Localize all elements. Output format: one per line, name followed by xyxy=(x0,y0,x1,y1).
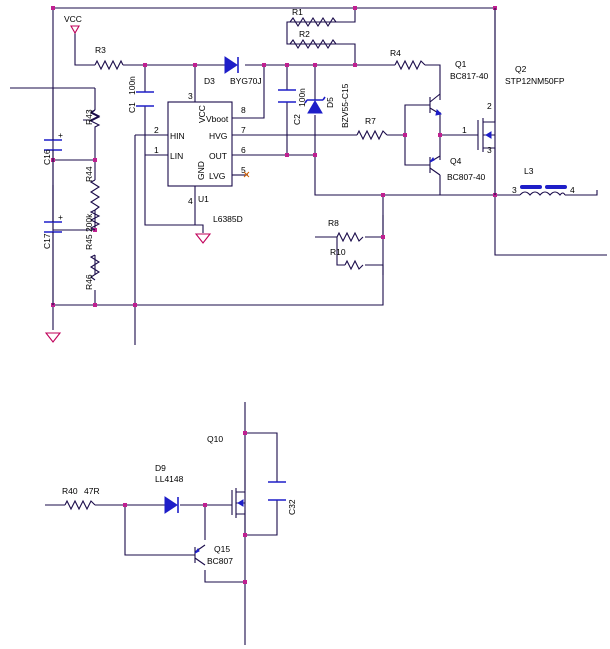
r8-label: R8 xyxy=(328,218,339,228)
resistor-r1 xyxy=(289,16,337,28)
q2-part: STP12NM50FP xyxy=(505,76,565,86)
diodes xyxy=(164,56,326,514)
resistor-r4 xyxy=(394,59,426,71)
c2-value: 100n xyxy=(297,88,307,107)
u1-pin-gnd: GND xyxy=(196,161,206,180)
u1-part: L6385D xyxy=(213,214,243,224)
c17-label: C17 xyxy=(42,233,52,249)
capacitors: + + xyxy=(44,88,296,501)
diode-d9 xyxy=(164,496,178,514)
r7-label: R7 xyxy=(365,116,376,126)
u1-pin-5: 5 xyxy=(241,165,246,175)
r45-label: R45 200k xyxy=(84,213,94,250)
transistor-q15 xyxy=(194,544,206,566)
resistor-r45 xyxy=(89,209,101,231)
c1-label: C1 xyxy=(127,102,137,113)
q10-label: Q10 xyxy=(207,434,223,444)
u1-pin-hin: HIN xyxy=(170,131,185,141)
r40-label: R40 xyxy=(62,486,78,496)
q2-pin-gate: 1 xyxy=(462,125,467,135)
resistor-r40 xyxy=(64,499,96,511)
inductor-l3 xyxy=(519,185,567,196)
d3-part: BYG70J xyxy=(230,76,262,86)
q2-label: Q2 xyxy=(515,64,527,74)
u1-pin-hvg: HVG xyxy=(209,131,227,141)
resistor-r46 xyxy=(89,254,101,281)
capacitor-c1 xyxy=(136,91,154,107)
u1-ref: U1 xyxy=(198,194,209,204)
q1-part: BC817-40 xyxy=(450,71,489,81)
u1-pin-2: 2 xyxy=(154,125,159,135)
d5-label: D5 xyxy=(325,97,335,108)
capacitor-c32 xyxy=(268,481,286,501)
mosfet-q10 xyxy=(231,488,245,518)
q1-label: Q1 xyxy=(455,59,467,69)
l3-label: L3 xyxy=(524,166,534,176)
u1-pin-vboot: Vboot xyxy=(206,114,229,124)
zener-d5 xyxy=(307,100,323,114)
resistor-r44 xyxy=(89,179,101,211)
transistor-q1 xyxy=(429,93,443,116)
resistor-r43 xyxy=(83,109,101,135)
ground-symbols xyxy=(44,233,212,343)
u1-pin-lin: LIN xyxy=(170,151,183,161)
q2-pin-source: 3 xyxy=(487,145,492,155)
component-labels: R3 R1 R2 R4 R7 R8 R10 R40 47R R43 R44 R4… xyxy=(42,7,575,566)
q15-part: BC807 xyxy=(207,556,233,566)
c1-value: 100n xyxy=(127,76,137,95)
resistor-r3 xyxy=(94,59,124,71)
c2-label: C2 xyxy=(292,114,302,125)
d3-label: D3 xyxy=(204,76,215,86)
u1-pin-vcc: VCC xyxy=(197,105,207,123)
u1-pin-lvg: LVG xyxy=(209,171,225,181)
l3-pin-left: 3 xyxy=(512,185,517,195)
r44-label: R44 xyxy=(84,166,94,182)
r3-label: R3 xyxy=(95,45,106,55)
c17-plus: + xyxy=(58,212,63,222)
u1-pin-4: 4 xyxy=(188,196,193,206)
d9-label: D9 xyxy=(155,463,166,473)
wires-upper xyxy=(10,7,607,345)
vcc-symbol: VCC xyxy=(64,14,82,35)
u1-pin-8: 8 xyxy=(241,105,246,115)
resistor-r8 xyxy=(336,231,364,243)
junction-dots xyxy=(51,6,497,584)
resistor-r7 xyxy=(356,129,388,141)
resistor-r2 xyxy=(289,38,337,50)
c16-plus: + xyxy=(58,130,63,140)
u1-pin-6: 6 xyxy=(241,145,246,155)
r1-label: R1 xyxy=(292,7,303,17)
r46-label: R46 xyxy=(84,274,94,290)
u1-pin-1: 1 xyxy=(154,145,159,155)
transistor-q4 xyxy=(429,155,441,176)
u1-pin-7: 7 xyxy=(241,125,246,135)
c16-label: C16 xyxy=(42,149,52,165)
vcc-label: VCC xyxy=(64,14,82,24)
q2-pin-drain: 2 xyxy=(487,101,492,111)
u1-pin-3: 3 xyxy=(188,91,193,101)
capacitor-c2 xyxy=(278,89,296,103)
r43-label: R43 xyxy=(84,109,94,125)
wires-lower xyxy=(45,402,278,645)
resistor-r10 xyxy=(344,259,364,271)
r4-label: R4 xyxy=(390,48,401,58)
diode-d3 xyxy=(224,56,238,74)
u1-pin-out: OUT xyxy=(209,151,227,161)
r2-label: R2 xyxy=(299,29,310,39)
q15-label: Q15 xyxy=(214,544,230,554)
c32-label: C32 xyxy=(287,499,297,515)
l3-pin-right: 4 xyxy=(570,185,575,195)
q4-label: Q4 xyxy=(450,156,462,166)
mosfet-q2 xyxy=(477,8,496,195)
ic-u1: HIN LIN Vboot HVG OUT LVG VCC GND 2 1 3 … xyxy=(154,91,250,224)
q4-part: BC807-40 xyxy=(447,172,486,182)
r10-label: R10 xyxy=(330,247,346,257)
d5-part: BZV55-C15 xyxy=(340,83,350,128)
r40-value: 47R xyxy=(84,486,100,496)
resistors xyxy=(64,16,426,511)
d9-part: LL4148 xyxy=(155,474,184,484)
